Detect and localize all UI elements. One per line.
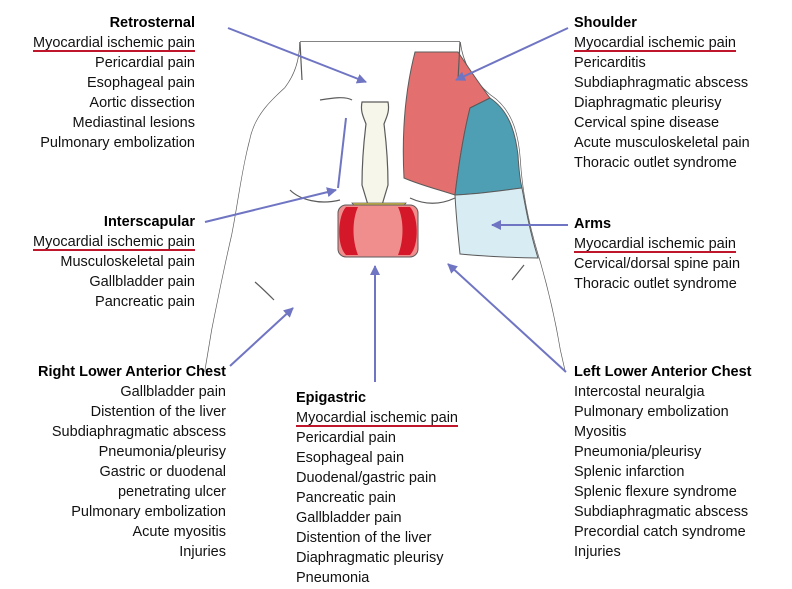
abdomen-left-line xyxy=(254,281,275,301)
list-item: Injuries xyxy=(574,544,621,560)
right-pectoral-line xyxy=(409,197,456,204)
list-item: Gallbladder pain xyxy=(89,274,195,290)
list-item: Thoracic outlet syndrome xyxy=(574,155,737,171)
arms-list: Myocardial ischemic pain Cervical/dorsal… xyxy=(574,234,740,294)
list-item: Intercostal neuralgia xyxy=(574,384,705,400)
epigastric-heading: Epigastric xyxy=(296,390,367,406)
epigastric-left-dark xyxy=(339,207,358,255)
arrow-retrosternal xyxy=(227,27,367,84)
arms-heading: Arms xyxy=(574,216,612,232)
epigastric-right-dark xyxy=(398,207,417,255)
epigastric-area xyxy=(337,204,419,258)
retrosternal-group: Retrosternal Myocardial ischemic pain Pe… xyxy=(33,13,195,153)
left-collar-line xyxy=(319,97,353,101)
retrosternal-heading: Retrosternal xyxy=(109,15,195,31)
list-item: Precordial catch syndrome xyxy=(574,524,746,540)
list-item: Distention of the liver xyxy=(90,404,226,420)
interscapular-list: Myocardial ischemic pain Musculoskeletal… xyxy=(33,232,195,312)
list-item: Thoracic outlet syndrome xyxy=(574,276,737,292)
list-item: Cervical/dorsal spine pain xyxy=(574,256,741,272)
left-lower-anterior-chest-list: Intercostal neuralgia Pulmonary emboliza… xyxy=(574,382,752,562)
arrow-interscapular-a xyxy=(204,187,337,223)
list-item: Subdiaphragmatic abscess xyxy=(51,424,226,440)
list-item: Injuries xyxy=(179,544,226,560)
list-item: Myositis xyxy=(574,424,627,440)
list-item: Gallbladder pain xyxy=(296,510,402,526)
list-item: Pericarditis xyxy=(574,55,646,71)
list-item: Myocardial ischemic pain xyxy=(574,35,736,51)
list-item: Aortic dissection xyxy=(89,95,195,111)
left-lower-anterior-chest-group: Left Lower Anterior Chest Intercostal ne… xyxy=(574,362,752,562)
sternum xyxy=(360,101,390,206)
right-lower-anterior-chest-list: Gallbladder pain Distention of the liver… xyxy=(38,382,226,562)
list-item: Duodenal/gastric pain xyxy=(296,470,437,486)
list-item: Gallbladder pain xyxy=(120,384,226,400)
list-item: Acute musculoskeletal pain xyxy=(574,135,750,151)
list-item: Pneumonia/pleurisy xyxy=(98,444,226,460)
list-item: Cervical spine disease xyxy=(574,115,720,131)
list-item: Subdiaphragmatic abscess xyxy=(574,504,749,520)
arm-light-blue-area xyxy=(454,187,539,259)
list-item: Pneumonia/pleurisy xyxy=(574,444,702,460)
list-item: Acute myositis xyxy=(132,524,226,540)
list-item: Mediastinal lesions xyxy=(72,115,195,131)
arrow-shoulder xyxy=(455,27,569,81)
shoulder-heading: Shoulder xyxy=(574,15,637,31)
arrow-interscapular-b xyxy=(337,117,347,189)
list-item: Pancreatic pain xyxy=(95,294,195,310)
list-item: Diaphragmatic pleurisy xyxy=(296,550,444,566)
list-item: Esophageal pain xyxy=(296,450,405,466)
list-item: Pneumonia xyxy=(296,570,370,586)
list-item: Musculoskeletal pain xyxy=(60,254,195,270)
list-item: Pericardial pain xyxy=(95,55,195,71)
list-item: penetrating ulcer xyxy=(117,484,226,500)
list-item: Pulmonary embolization xyxy=(40,135,195,151)
retrosternal-list: Myocardial ischemic pain Pericardial pai… xyxy=(33,33,195,153)
list-item: Pulmonary embolization xyxy=(71,504,226,520)
list-item: Esophageal pain xyxy=(86,75,195,91)
shoulder-group: Shoulder Myocardial ischemic pain Perica… xyxy=(574,13,750,173)
left-pectoral-line xyxy=(289,189,341,203)
list-item: Diaphragmatic pleurisy xyxy=(574,95,722,111)
epigastric-group: Epigastric Myocardial ischemic pain Peri… xyxy=(296,388,458,588)
list-item: Myocardial ischemic pain xyxy=(33,35,195,51)
right-lower-anterior-chest-group: Right Lower Anterior Chest Gallbladder p… xyxy=(38,362,226,562)
abdomen-right-line xyxy=(511,264,525,281)
interscapular-group: Interscapular Myocardial ischemic pain M… xyxy=(33,212,195,312)
list-item: Pulmonary embolization xyxy=(574,404,729,420)
list-item: Distention of the liver xyxy=(296,530,432,546)
list-item: Myocardial ischemic pain xyxy=(574,236,736,252)
list-item: Pancreatic pain xyxy=(296,490,396,506)
epigastric-list: Myocardial ischemic pain Pericardial pai… xyxy=(296,408,458,588)
arrow-left-lower-chest xyxy=(447,263,567,373)
right-lower-anterior-chest-heading: Right Lower Anterior Chest xyxy=(38,364,226,380)
arrow-right-lower-chest xyxy=(229,307,294,367)
list-item: Myocardial ischemic pain xyxy=(33,234,195,250)
left-lower-anterior-chest-heading: Left Lower Anterior Chest xyxy=(574,364,752,380)
shoulder-list: Myocardial ischemic pain Pericarditis Su… xyxy=(574,33,750,173)
list-item: Pericardial pain xyxy=(296,430,396,446)
list-item: Gastric or duodenal xyxy=(99,464,226,480)
list-item: Splenic flexure syndrome xyxy=(574,484,737,500)
interscapular-heading: Interscapular xyxy=(103,214,195,230)
list-item: Splenic infarction xyxy=(574,464,685,480)
list-item: Myocardial ischemic pain xyxy=(296,410,458,426)
arms-group: Arms Myocardial ischemic pain Cervical/d… xyxy=(574,214,740,294)
list-item: Subdiaphragmatic abscess xyxy=(574,75,749,91)
